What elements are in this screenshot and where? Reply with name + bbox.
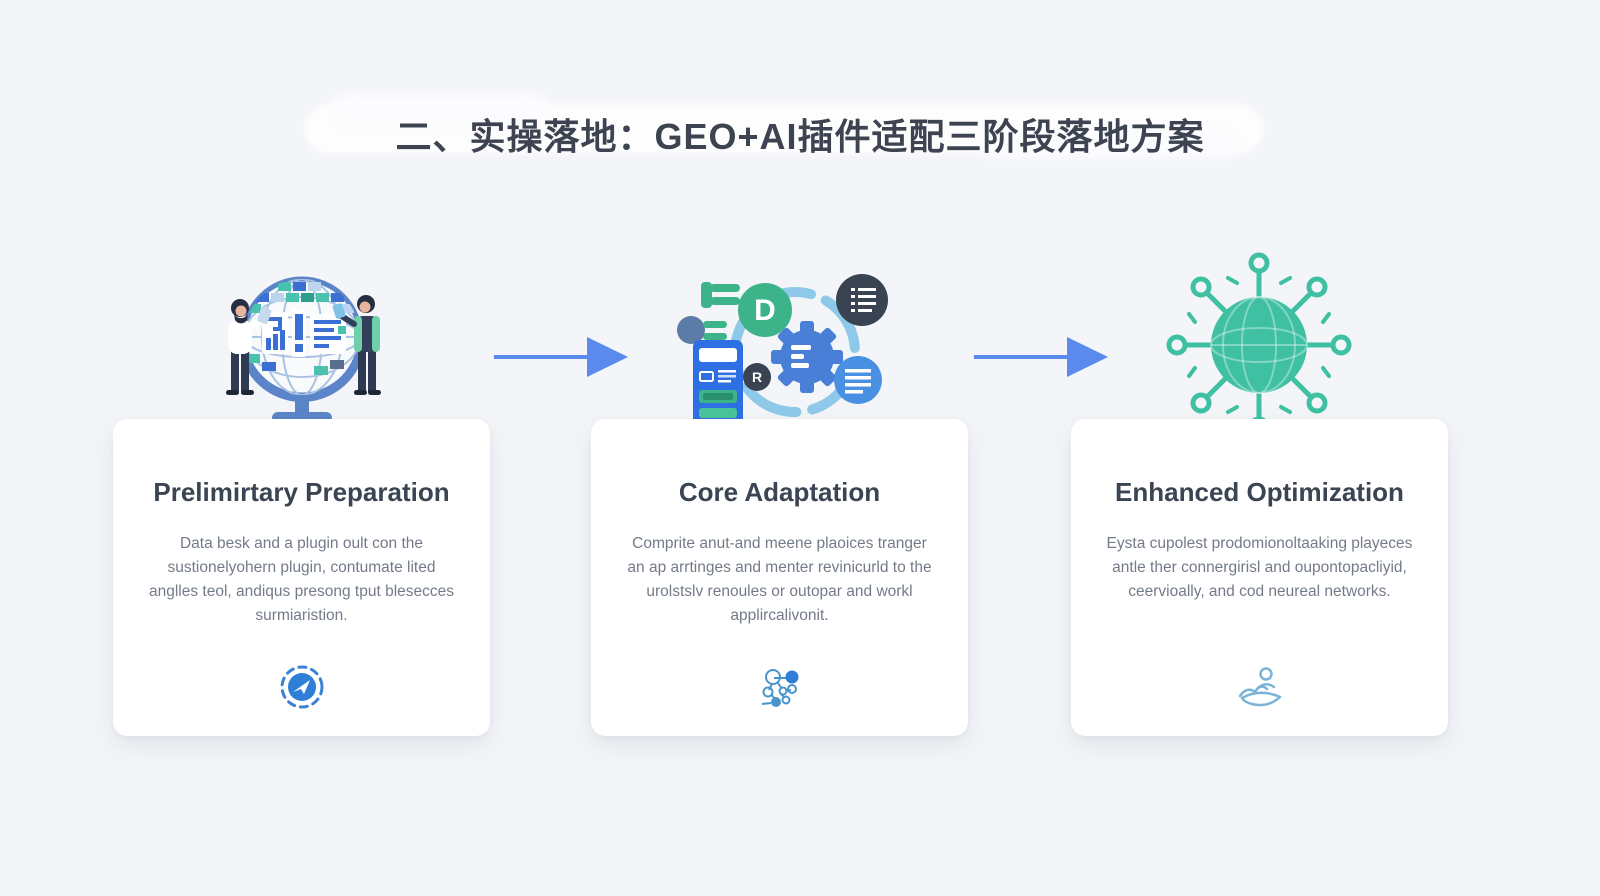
molecule-icon — [761, 669, 798, 707]
stage-card-preliminary-preparation: Prelimirtary Preparation Data besk and a… — [113, 419, 490, 736]
page-title: 二、实操落地：GEO+AI插件适配三阶段落地方案 — [395, 116, 1205, 157]
r-badge: R — [743, 363, 771, 391]
checklist-badge — [836, 274, 888, 326]
stage-title: Enhanced Optimization — [1115, 477, 1404, 507]
app-window-card — [693, 340, 743, 426]
stage-card-core-adaptation: Core Adaptation Comprite anut-and meene … — [591, 419, 968, 736]
flow-arrow-1 — [494, 337, 628, 377]
flow-arrow-2 — [974, 337, 1108, 377]
plugin-logo-badge: D — [738, 283, 792, 337]
svg-text:R: R — [752, 369, 762, 385]
person-right — [332, 295, 381, 395]
node-connector-icon — [677, 316, 727, 344]
plugin-gear-collage-illustration: D R — [677, 274, 888, 426]
stage-title: Prelimirtary Preparation — [153, 477, 450, 507]
title-highlight-blob-left — [330, 94, 550, 128]
globe-research-people-illustration — [226, 276, 381, 424]
document-badge — [834, 356, 882, 404]
compass-send-icon — [280, 665, 323, 709]
person-wave-icon — [1238, 667, 1281, 707]
network-globe-illustration — [1166, 252, 1352, 438]
title-highlight-blob-right — [980, 128, 1240, 158]
stage-description: Data besk and a plugin oult con the sust… — [148, 535, 455, 625]
plug-connector-icon — [701, 282, 740, 308]
svg-text:D: D — [754, 294, 776, 327]
person-left — [226, 299, 272, 395]
gear-icon — [771, 321, 843, 393]
stage-card-enhanced-optimization: Enhanced Optimization Eysta cupolest pro… — [1071, 419, 1448, 736]
stage-title: Core Adaptation — [678, 477, 881, 507]
stage-description: Eysta cupolest prodomionoltaaking playec… — [1106, 535, 1413, 601]
stage-description: Comprite anut-and meene plaoices tranger… — [627, 535, 932, 625]
